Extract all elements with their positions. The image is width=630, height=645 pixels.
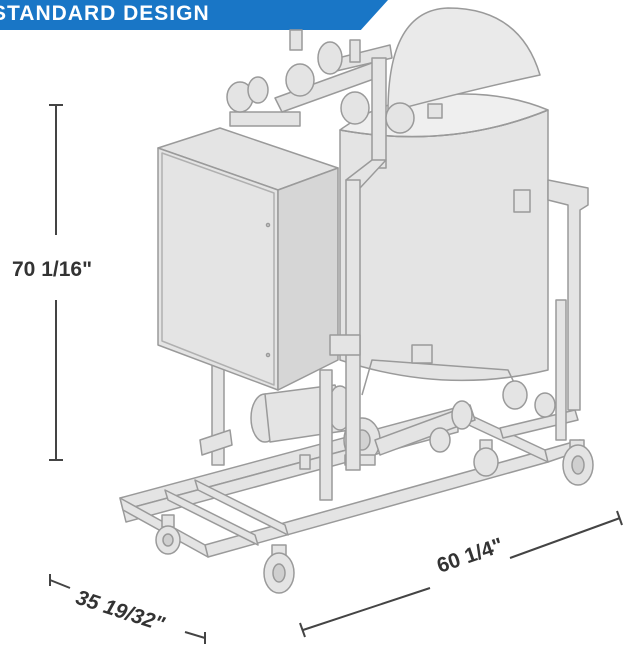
banner-title: STANDARD DESIGN: [0, 2, 210, 25]
header-banner: STANDARD DESIGN: [0, 0, 388, 30]
length-line-left: [302, 587, 431, 631]
length-line-right: [509, 517, 621, 559]
caster-back-left: [155, 514, 181, 555]
tank: [339, 93, 549, 396]
caster-front-right: [562, 439, 594, 486]
control-cabinet: [157, 111, 339, 391]
depth-line-right: [184, 631, 206, 639]
caster-front-left: [263, 544, 295, 594]
return-pipe: [513, 179, 589, 411]
outlet-piping: [199, 334, 556, 456]
depth-line-left: [49, 579, 71, 589]
dimension-lines: [49, 104, 623, 644]
top-piping: [226, 29, 415, 501]
leg: [555, 299, 567, 441]
height-dimension-label: 70 1/16": [12, 258, 93, 281]
tank-lid: [387, 7, 541, 119]
caster-back-right: [473, 439, 499, 477]
